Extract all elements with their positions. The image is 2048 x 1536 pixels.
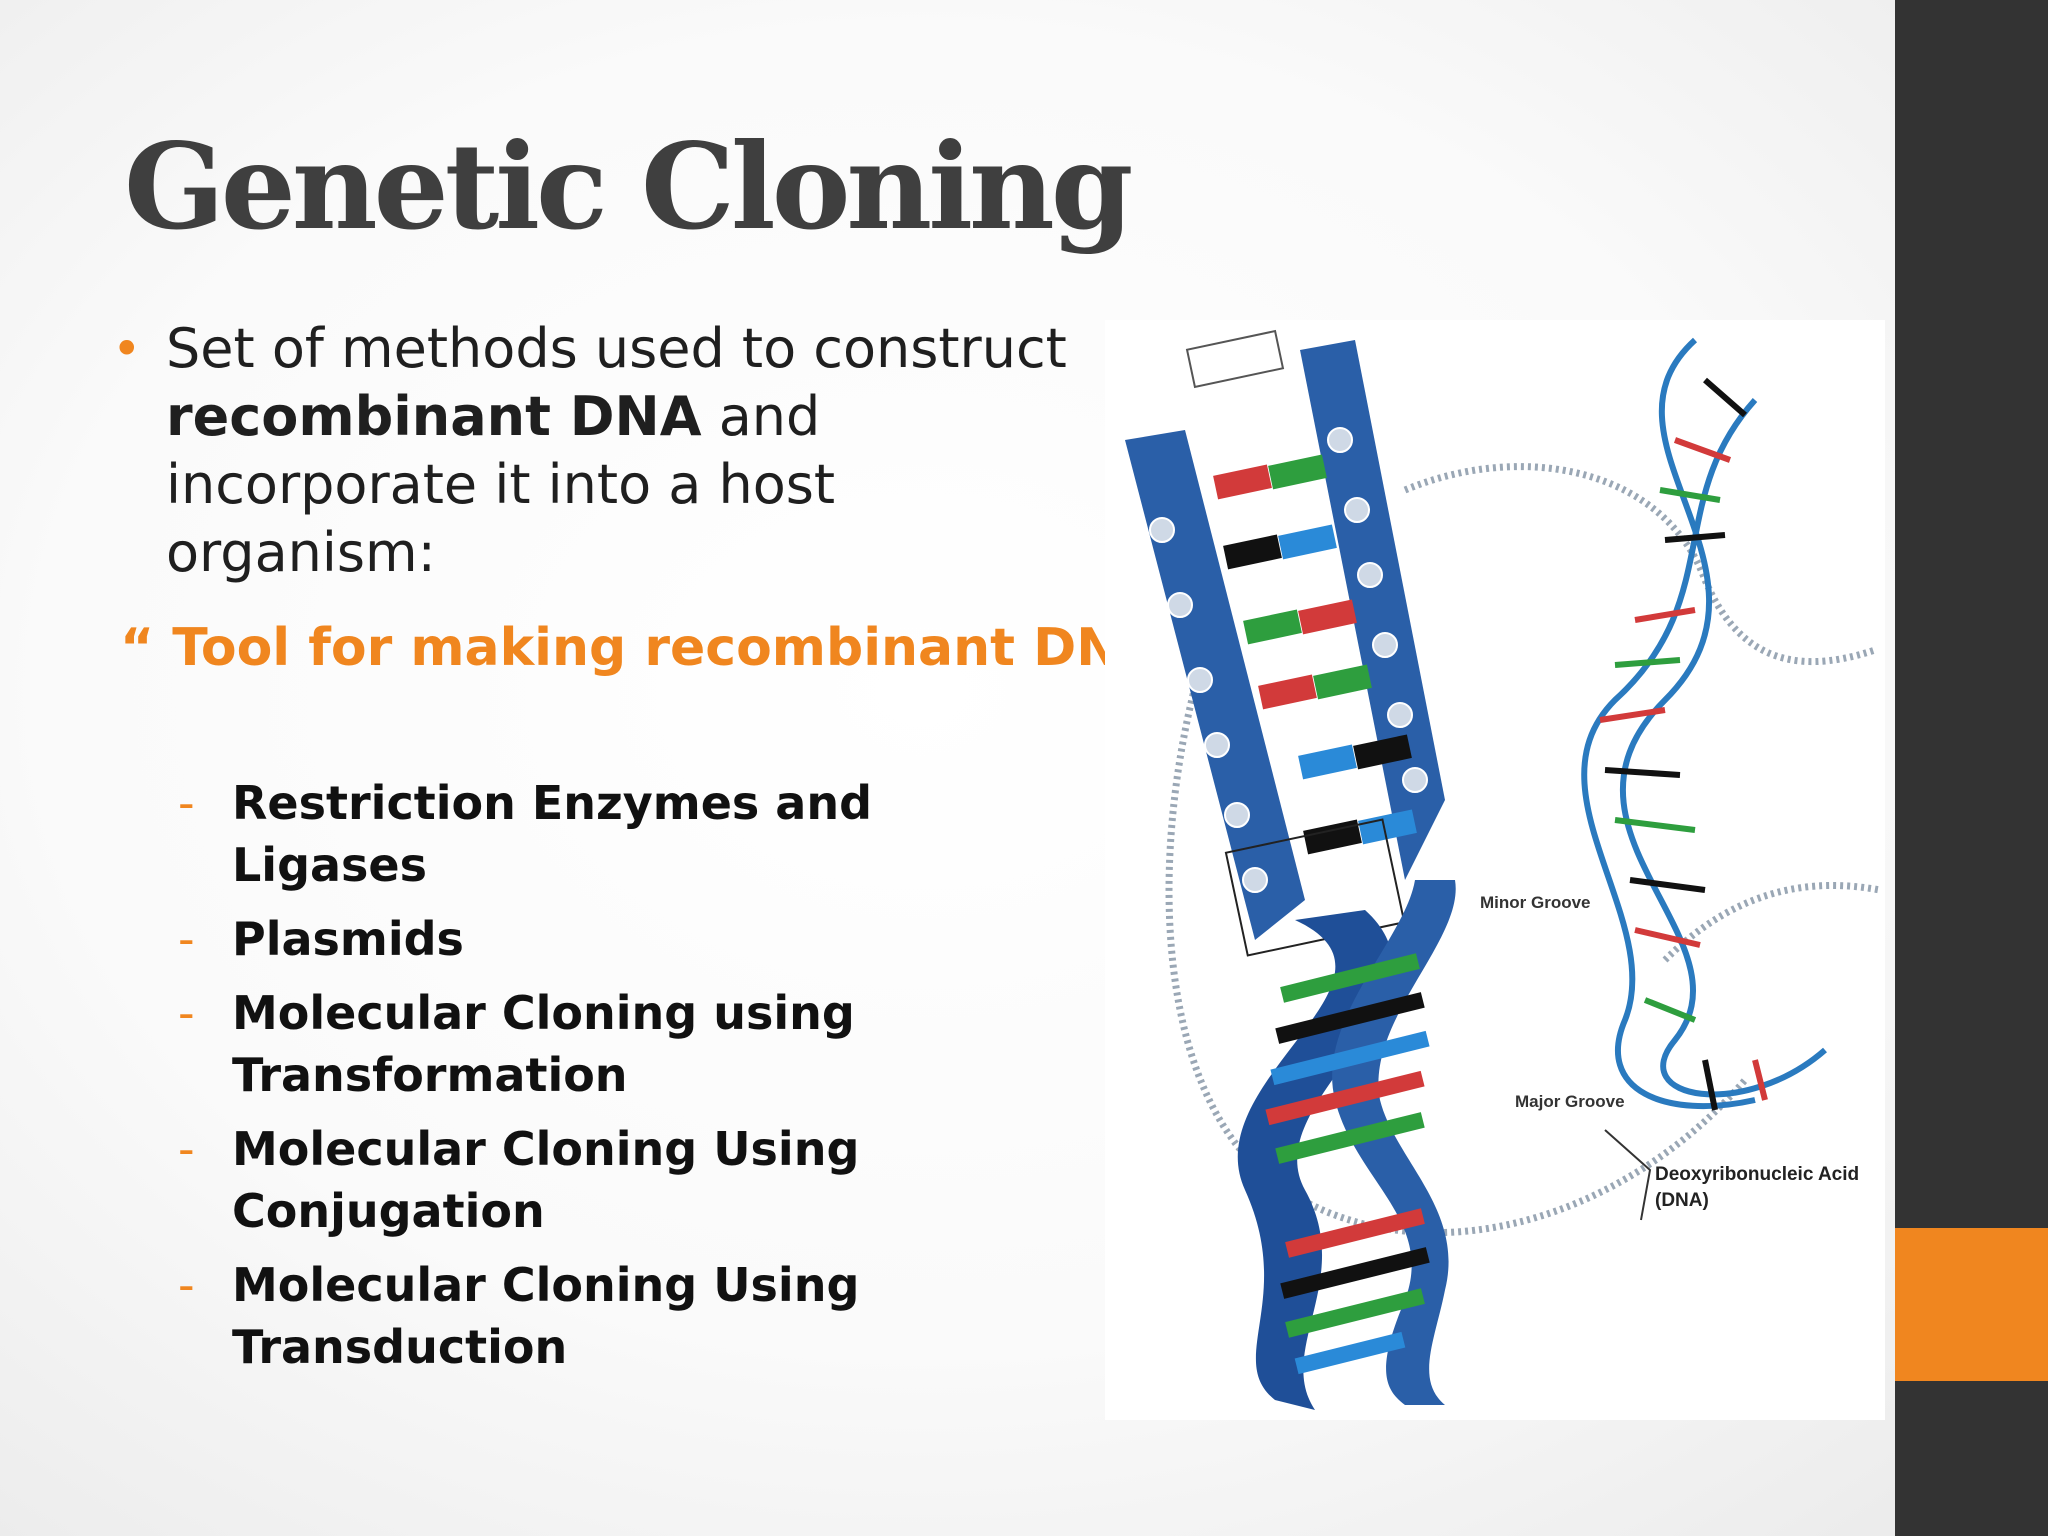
dna-label-pointer (1604, 1129, 1652, 1221)
sub-bullet-list: -Restriction Enzymes and Ligases -Plasmi… (178, 772, 1078, 1390)
slide-title: Genetic Cloning (124, 117, 1133, 256)
dash-icon: - (178, 1258, 195, 1312)
plasmid-loop (1662, 881, 1881, 963)
sub-bullet-item: -Plasmids (178, 908, 1078, 970)
sub-bullet-text: Restriction Enzymes and Ligases (232, 776, 873, 892)
major-groove-label: Major Groove (1515, 1092, 1625, 1111)
sugar-group (1149, 427, 1428, 893)
sub-bullet-text: Molecular Cloning Using Conjugation (232, 1122, 860, 1238)
bullet-text-pre: Set of methods used to construct (166, 317, 1067, 380)
dash-icon: - (178, 776, 195, 830)
plasmid-loop (1403, 463, 1877, 666)
bullet-text-bold: recombinant DNA (166, 385, 702, 448)
minor-groove-label: Minor Groove (1480, 893, 1591, 912)
bullet-text-post: and incorporate it into a host organism: (166, 385, 836, 584)
thin-helix-rungs (1599, 377, 1768, 1111)
dna-backbone-strand (1125, 430, 1305, 940)
sub-bullet-item: -Molecular Cloning using Transformation (178, 982, 1078, 1106)
dna-label-line1: Deoxyribonucleic Acid (1655, 1164, 1859, 1185)
quote-text: “ Tool for making recombinant DNA” (120, 618, 1190, 678)
sub-bullet-text: Molecular Cloning using Transformation (232, 986, 855, 1102)
dash-icon: - (178, 986, 195, 1040)
base-pairs-callout (1185, 329, 1285, 389)
base-pairs (1213, 454, 1417, 855)
bullet-text: Set of methods used to construct recombi… (166, 315, 1072, 587)
dna-illustration: Minor Groove Major Groove Deoxyribonucle… (1105, 320, 1885, 1420)
sub-bullet-item: -Molecular Cloning Using Transduction (178, 1254, 1078, 1378)
sub-bullet-text: Molecular Cloning Using Transduction (232, 1258, 860, 1374)
slide: Genetic Cloning • Set of methods used to… (112, 117, 1885, 1420)
dna-label-line2: (DNA) (1655, 1190, 1709, 1211)
sub-bullet-item: -Restriction Enzymes and Ligases (178, 772, 1078, 896)
thin-helix (1581, 337, 1827, 1110)
right-sidebar-accent (1895, 1228, 2048, 1381)
sub-bullet-text: Plasmids (232, 912, 464, 966)
dash-icon: - (178, 912, 195, 966)
dna-diagram-svg: Minor Groove Major Groove Deoxyribonucle… (1125, 329, 1881, 1410)
bullet-dot-icon: • (112, 320, 142, 378)
helix-base-pairs (1265, 953, 1430, 1375)
bullet-point: • Set of methods used to construct recom… (112, 315, 1072, 587)
sub-bullet-item: -Molecular Cloning Using Conjugation (178, 1118, 1078, 1242)
dash-icon: - (178, 1122, 195, 1176)
